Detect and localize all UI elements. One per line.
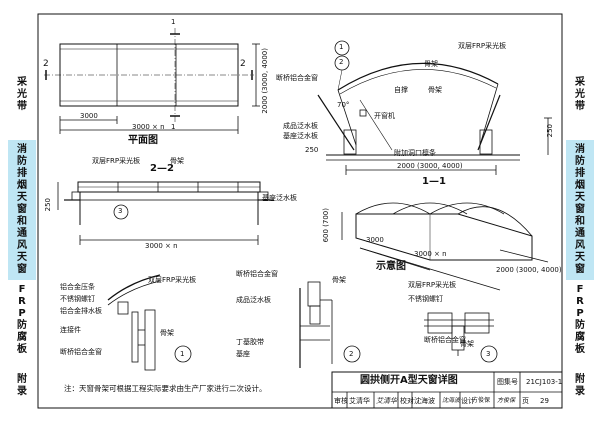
designer-name: 方俊保 (472, 397, 491, 404)
schematic-dim-width: 2000 (3000, 4000) (496, 266, 562, 274)
side-tab-appendix-left[interactable]: 附录 (8, 368, 36, 404)
d1-label-press-strip: 铝合金压条 (60, 283, 95, 291)
section-marker-right: 2 (240, 59, 246, 69)
plan-dim-width: 2000 (3000, 4000) (261, 48, 269, 114)
d3-label-al-window: 断桥铝合金窗 (424, 336, 466, 344)
label-angle: 70° (337, 101, 350, 109)
plan-dim-module: 3000 (80, 112, 98, 120)
side-tab-skylight-right[interactable]: 采光带 (566, 60, 594, 130)
label-flash-board: 成品泛水板 (283, 122, 318, 130)
reviewer-signature: 艾清华 (376, 397, 397, 405)
reviewer-name: 艾清华 (349, 397, 370, 405)
detail3-number: 3 (486, 350, 491, 358)
d1-label-frp-panel: 双层FRP采光板 (148, 276, 197, 284)
label-frp-panel: 双层FRP采光板 (458, 42, 507, 50)
d2-label-flash-board: 成品泛水板 (236, 296, 271, 304)
review-label: 审核 (334, 397, 348, 405)
side-tab-smoke-vent-right[interactable]: 消防排烟天窗和通风天窗 (566, 140, 594, 280)
section11-dim-250-right: 250 (546, 124, 554, 138)
schematic-dim-total: 3000 × n (414, 250, 447, 258)
plan-title: 平面图 (128, 135, 158, 146)
d2-label-tape: 丁基胶带 (236, 338, 264, 346)
atlas-number: 21CJ103-1 (526, 378, 563, 386)
d2-label-base: 基座 (236, 350, 250, 358)
detail2-number: 2 (349, 350, 354, 358)
side-tab-label: 消防排烟天窗和通风天窗 (17, 144, 27, 275)
side-tab-label: 消防排烟天窗和通风天窗 (575, 144, 585, 275)
drawing-title: 圆拱侧开A型天窗详图 (360, 375, 458, 386)
side-tab-frp-left[interactable]: FRP防腐板 (8, 284, 36, 355)
label-frame-2: 骨架 (428, 86, 442, 94)
schematic-dim-height: 600 (700) (322, 208, 330, 243)
d3-label-frp-panel: 双层FRP采光板 (408, 281, 457, 289)
section11-title: 1—1 (422, 176, 446, 187)
designer-signature: 方俊保 (497, 397, 516, 404)
d1-label-screw: 不锈钢螺钉 (60, 295, 95, 303)
page-label: 页 (522, 397, 529, 405)
design-label: 设计 (461, 397, 475, 405)
atlas-label: 图集号 (497, 378, 518, 386)
section11-dim-250: 250 (305, 146, 319, 154)
section22-title: 2—2 (150, 163, 174, 174)
d2-label-frame: 骨架 (332, 276, 346, 284)
d3-label-frame: 骨架 (460, 340, 474, 348)
section22-dim-250: 250 (44, 198, 52, 212)
check-label: 校对 (400, 397, 414, 405)
d1-label-gutter: 铝合金排水板 (60, 307, 102, 315)
side-tab-label: 采光带 (17, 77, 27, 112)
side-tab-frp-right[interactable]: FRP防腐板 (566, 284, 594, 355)
drawing-note: 注：天窗骨架可根据工程实际要求由生产厂家进行二次设计。 (64, 384, 267, 393)
section-marker-bottom: 1 (171, 123, 176, 131)
side-tab-label: FRP防腐板 (17, 284, 27, 355)
side-tab-appendix-right[interactable]: 附录 (566, 368, 594, 404)
schematic-dim-module: 3000 (366, 236, 384, 244)
page-number: 29 (540, 397, 549, 405)
section-marker-top: 1 (171, 18, 176, 26)
label-frame: 骨架 (424, 60, 438, 68)
callout-1: 1 (339, 43, 344, 51)
side-tab-label: 采光带 (575, 77, 585, 112)
label-opener: 开窗机 (374, 112, 395, 120)
callout-2: 2 (339, 58, 344, 66)
d1-label-frame: 骨架 (160, 329, 174, 337)
section11-dim-width: 2000 (3000, 4000) (397, 162, 463, 170)
side-tab-skylight-left[interactable]: 采光带 (8, 60, 36, 130)
label-al-window: 断桥铝合金窗 (276, 74, 318, 82)
detail1-number: 1 (180, 350, 185, 358)
section22-dim-total: 3000 × n (145, 242, 178, 250)
checker-signature: 沈海波 (442, 397, 461, 404)
side-tab-label: 附录 (17, 374, 27, 397)
label-frame-22: 骨架 (170, 157, 184, 165)
d3-label-screw: 不锈钢螺钉 (408, 295, 443, 303)
label-base-flash: 基座泛水板 (283, 132, 318, 140)
d1-label-connector: 连接件 (60, 326, 81, 334)
side-tab-label: 附录 (575, 374, 585, 397)
section-marker-left: 2 (43, 59, 49, 69)
label-base-flash-22: 基座泛水板 (262, 194, 297, 202)
callout-3: 3 (118, 207, 123, 215)
side-tab-label: FRP防腐板 (575, 284, 585, 355)
d1-label-al-window: 断桥铝合金窗 (60, 348, 102, 356)
label-strut: 自撑 (394, 86, 408, 94)
side-tab-smoke-vent-left[interactable]: 消防排烟天窗和通风天窗 (8, 140, 36, 280)
schematic-title: 示意图 (376, 261, 406, 272)
checker-name: 沈海波 (414, 397, 435, 405)
label-frp-panel-22: 双层FRP采光板 (92, 157, 141, 165)
label-opening-note: 附加洞口檩条 (394, 149, 436, 157)
d2-label-al-window: 断桥铝合金窗 (236, 270, 278, 278)
plan-dim-total: 3000 × n (132, 123, 165, 131)
